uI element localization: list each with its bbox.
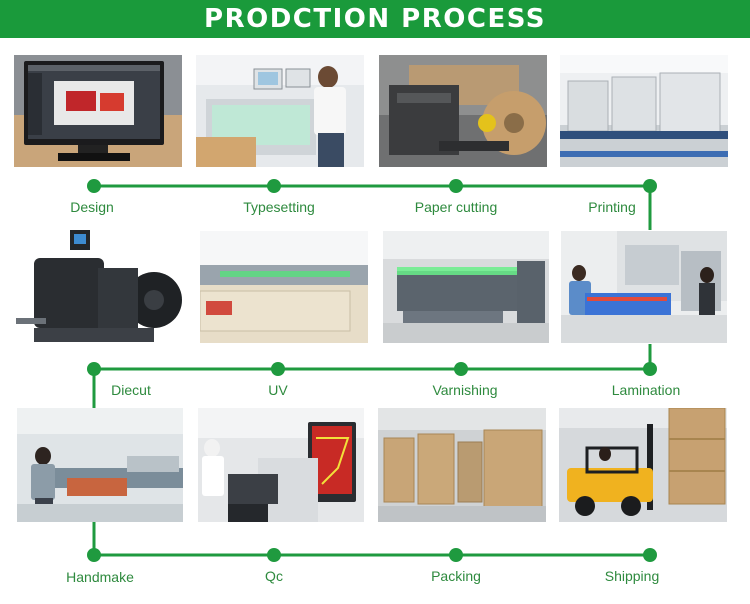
- step-label-shipping: Shipping: [604, 568, 660, 584]
- printing-photo: [560, 55, 728, 167]
- step-label-paper-cutting: Paper cutting: [414, 199, 498, 215]
- shipping-photo: [559, 408, 727, 522]
- step-label-handmake: Handmake: [66, 569, 134, 585]
- printing-node: [643, 179, 657, 193]
- typesetting-photo: [196, 55, 364, 167]
- paper-cutting-node: [449, 179, 463, 193]
- step-label-diecut: Diecut: [111, 382, 151, 398]
- shipping-node: [643, 548, 657, 562]
- step-label-qc: Qc: [265, 568, 283, 584]
- paper-cutting-photo: [379, 55, 547, 167]
- varnishing-photo: [383, 231, 549, 343]
- step-label-printing: Printing: [588, 199, 636, 215]
- lamination-node: [643, 362, 657, 376]
- diecut-node: [87, 362, 101, 376]
- step-label-typesetting: Typesetting: [243, 199, 315, 215]
- varnishing-node: [454, 362, 468, 376]
- uv-photo: [200, 231, 368, 343]
- packing-photo: [378, 408, 546, 522]
- qc-photo: [198, 408, 364, 522]
- step-label-design: Design: [70, 199, 114, 215]
- design-node: [87, 179, 101, 193]
- qc-node: [267, 548, 281, 562]
- step-label-packing: Packing: [431, 568, 481, 584]
- handmake-photo: [17, 408, 183, 522]
- handmake-node: [87, 548, 101, 562]
- packing-node: [449, 548, 463, 562]
- step-label-varnishing: Varnishing: [432, 382, 498, 398]
- design-photo: [14, 55, 182, 167]
- page-title: PRODCTION PROCESS: [204, 4, 546, 34]
- step-label-lamination: Lamination: [611, 382, 681, 398]
- lamination-photo: [561, 231, 727, 343]
- step-label-uv: UV: [268, 382, 288, 398]
- header-banner: PRODCTION PROCESS: [0, 0, 750, 38]
- diecut-photo: [14, 228, 182, 346]
- uv-node: [271, 362, 285, 376]
- typesetting-node: [267, 179, 281, 193]
